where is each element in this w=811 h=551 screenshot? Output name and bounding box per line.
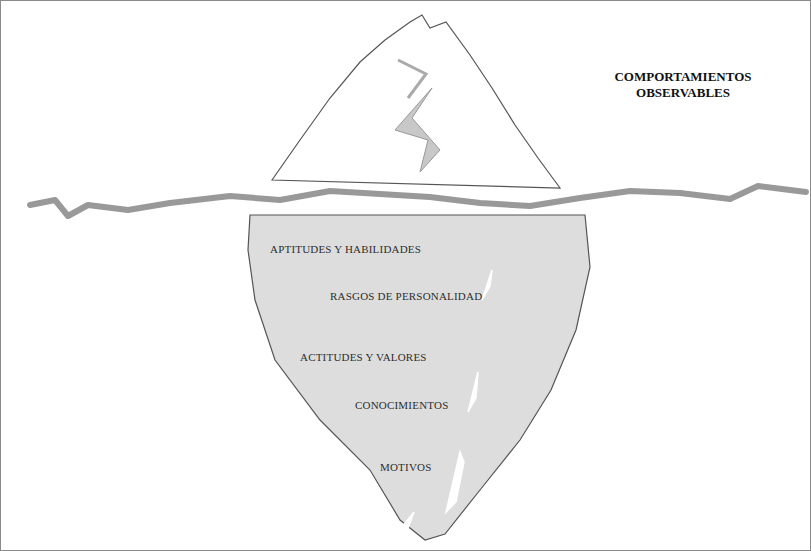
ice-highlight xyxy=(446,452,464,512)
ice-highlight xyxy=(396,512,414,534)
iceberg-body xyxy=(248,215,590,540)
ice-highlight xyxy=(468,372,478,412)
iceberg-outline xyxy=(246,212,596,544)
ice-crack xyxy=(395,88,440,172)
competency-layer: MOTIVOS xyxy=(380,461,432,474)
competency-layer: CONOCIMIENTOS xyxy=(355,399,448,412)
water-line xyxy=(30,186,806,216)
iceberg-tip xyxy=(272,15,560,188)
ice-highlight xyxy=(482,270,492,300)
competency-layer: ACTITUDES Y VALORES xyxy=(300,351,427,364)
observable-label: COMPORTAMIENTOS OBSERVABLES xyxy=(598,69,768,101)
submerged-iceberg: APTITUDES Y HABILIDADES RASGOS DE PERSONA… xyxy=(246,212,596,544)
competency-layer: RASGOS DE PERSONALIDAD xyxy=(330,290,482,303)
ice-crack xyxy=(398,60,426,98)
competency-layer: APTITUDES Y HABILIDADES xyxy=(270,243,421,256)
